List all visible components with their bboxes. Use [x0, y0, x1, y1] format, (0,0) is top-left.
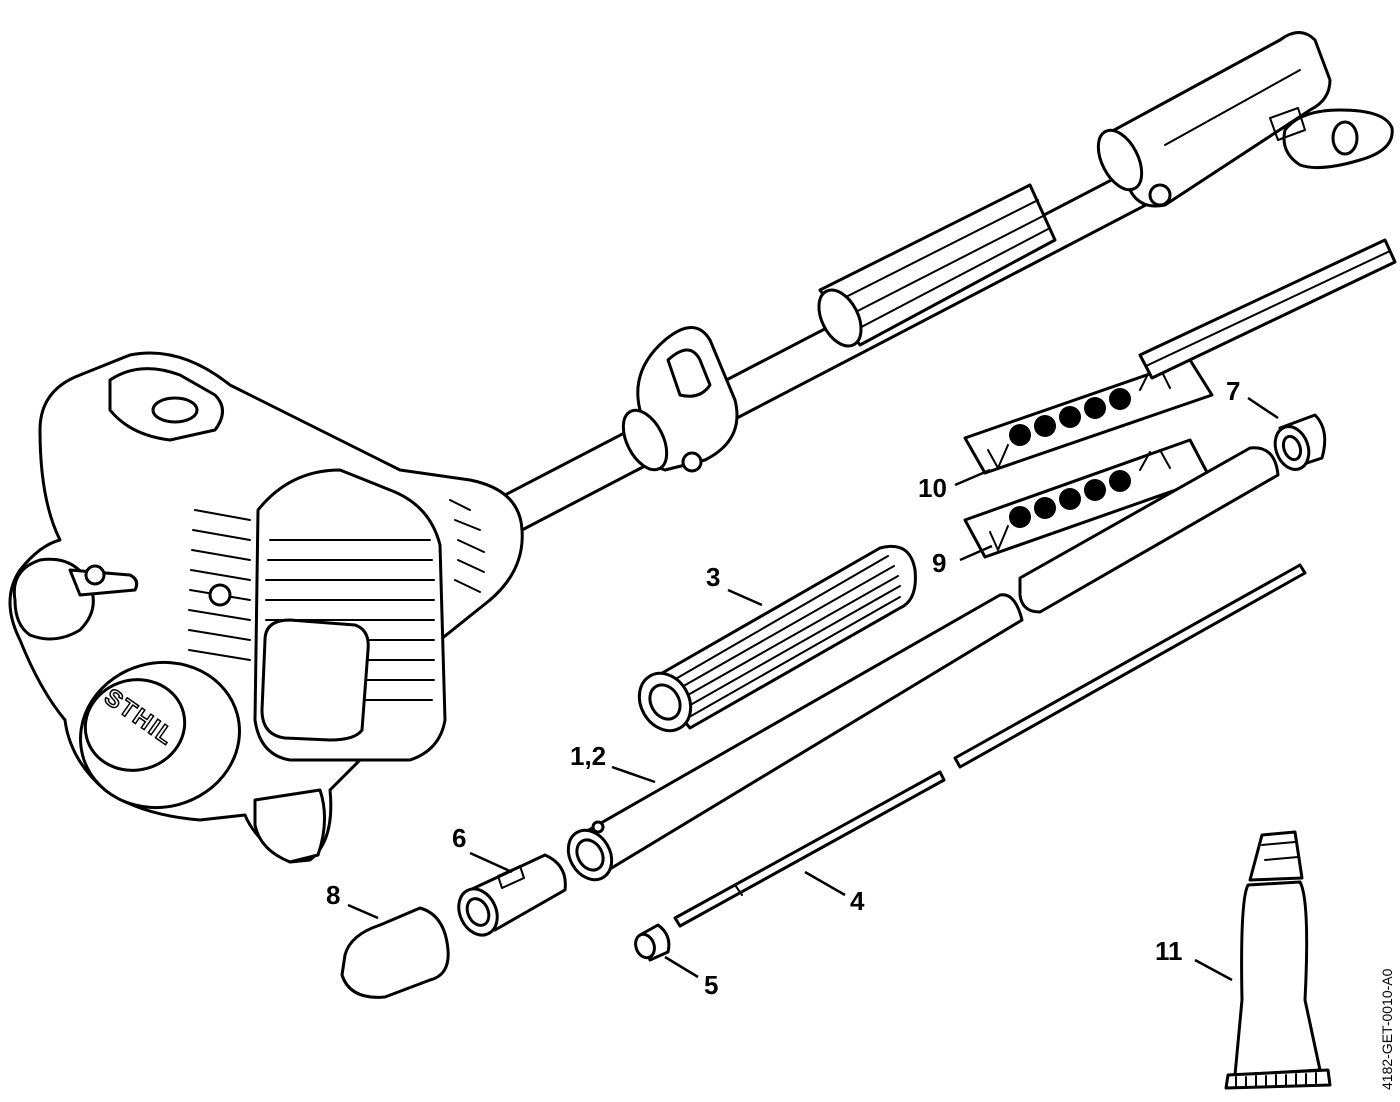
- callout-9: 9: [932, 548, 946, 578]
- callout-7: 7: [1226, 376, 1240, 406]
- callout-1-2: 1,2: [570, 741, 606, 771]
- part-8-end-cap: [340, 906, 450, 999]
- part-5-bush: [634, 923, 671, 962]
- part-11-grease-tube: [1224, 830, 1332, 1090]
- leader-lines: [347, 396, 1279, 982]
- part-1-2-drive-tube: [566, 446, 1280, 882]
- callout-5: 5: [704, 970, 718, 1000]
- callout-6: 6: [452, 823, 466, 853]
- part-3-grip-tube: [637, 544, 917, 733]
- decal-10: [963, 358, 1214, 475]
- part-7-cap: [1273, 413, 1327, 471]
- callout-3: 3: [706, 562, 720, 592]
- upper-shaft-assembly: [503, 31, 1394, 532]
- document-id: 4182-GET-0010-A0: [1379, 968, 1395, 1090]
- callout-11: 11: [1155, 936, 1183, 966]
- callout-8: 8: [326, 880, 340, 910]
- engine-unit: STHIL: [8, 351, 524, 864]
- part-6-sleeve: [457, 853, 567, 937]
- callout-4: 4: [850, 886, 865, 916]
- callout-10: 10: [918, 473, 947, 503]
- scale-strip: [1138, 238, 1397, 380]
- part-4-drive-shaft: [673, 563, 1307, 928]
- callout-labels: 1,2 3 4 5 6 7 8 9 10 11: [326, 376, 1240, 1000]
